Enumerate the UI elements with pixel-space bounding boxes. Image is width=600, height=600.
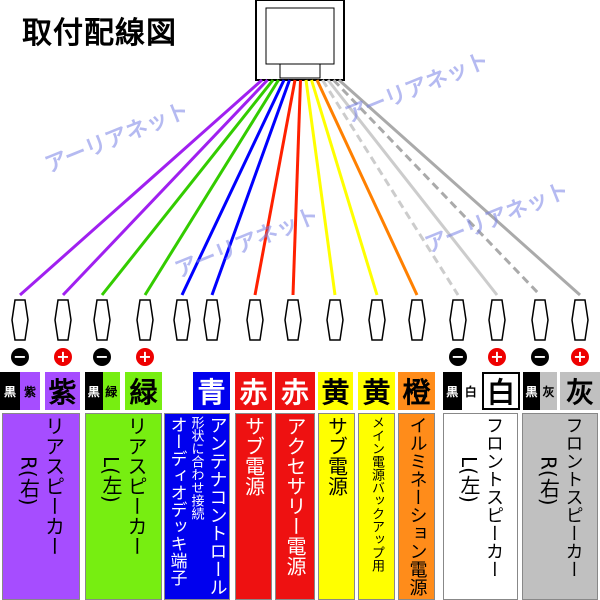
function-label: サブ電源 bbox=[241, 416, 266, 496]
wire-color-label: 黄 bbox=[358, 372, 395, 410]
wire-terminal bbox=[571, 299, 589, 341]
wire-color-label: 紫 bbox=[45, 372, 80, 410]
function-sublabel: R(右) bbox=[536, 456, 561, 506]
wire bbox=[321, 79, 460, 296]
function-sublabel: R(右) bbox=[16, 456, 41, 506]
wire bbox=[310, 79, 379, 296]
wire-color-label: 黒紫 bbox=[0, 372, 40, 410]
wire bbox=[143, 79, 280, 296]
function-column: イルミネーション電源 bbox=[398, 413, 435, 600]
wire-color-label: 黒緑 bbox=[85, 372, 120, 410]
wire-terminal bbox=[408, 299, 426, 341]
function-sublabel: 形状に合わせ接続 bbox=[188, 416, 204, 520]
wire-terminal bbox=[449, 299, 467, 341]
connector bbox=[255, 0, 345, 81]
wire bbox=[61, 78, 269, 297]
wire-terminal bbox=[136, 299, 154, 341]
wire-terminal bbox=[173, 299, 191, 341]
wire-color-label: 白 bbox=[482, 372, 520, 410]
function-column: サブ電源 bbox=[235, 413, 272, 600]
function-label: サブ電源 bbox=[324, 416, 349, 496]
function-label: リアスピーカー bbox=[41, 416, 66, 556]
wire-terminal bbox=[284, 299, 302, 341]
plus-icon: + bbox=[488, 348, 506, 366]
minus-icon: − bbox=[531, 348, 549, 366]
plus-icon: + bbox=[136, 348, 154, 366]
wire-terminal bbox=[326, 299, 344, 341]
wire-terminal bbox=[246, 299, 264, 341]
wire bbox=[253, 79, 297, 296]
wire bbox=[180, 79, 286, 296]
wire bbox=[210, 79, 291, 296]
wire bbox=[315, 79, 419, 296]
wire bbox=[291, 79, 302, 296]
wire-color-label: 赤 bbox=[275, 372, 315, 410]
base-color: 紫 bbox=[20, 372, 40, 410]
wire-color-label: 赤 bbox=[235, 372, 272, 410]
function-label: アンテナコントロール bbox=[206, 416, 228, 596]
diagram-title: 取付配線図 bbox=[22, 16, 177, 51]
stripe-color: 黒 bbox=[85, 372, 103, 410]
wire-color-label: 青 bbox=[193, 372, 230, 410]
function-label: フロントスピーカー bbox=[562, 416, 584, 578]
wire-color-label: 灰 bbox=[560, 372, 600, 410]
wire bbox=[326, 79, 499, 296]
function-column: アクセサリー電源 bbox=[275, 413, 315, 600]
plus-icon: + bbox=[571, 348, 589, 366]
wire bbox=[19, 78, 263, 297]
function-sublabel: L(左) bbox=[99, 456, 123, 503]
wire-terminal bbox=[54, 299, 72, 341]
function-label: イルミネーション電源 bbox=[406, 416, 428, 596]
stripe-color: 黒 bbox=[0, 372, 20, 410]
base-color: 灰 bbox=[540, 372, 557, 410]
function-column: サブ電源 bbox=[318, 413, 355, 600]
minus-icon: − bbox=[11, 348, 29, 366]
wire-color-label: 黄 bbox=[318, 372, 353, 410]
wire-terminal bbox=[368, 299, 386, 341]
plus-icon: + bbox=[54, 348, 72, 366]
minus-icon: − bbox=[449, 348, 467, 366]
wire-terminal bbox=[531, 299, 549, 341]
function-column: アンテナコントロール形状に合わせ接続オーディオデッキ端子 bbox=[164, 413, 230, 600]
wire-terminal bbox=[203, 299, 221, 341]
wire-color-label: 黒白 bbox=[443, 372, 480, 410]
function-label: アクセサリー電源 bbox=[283, 416, 307, 576]
minus-icon: − bbox=[93, 348, 111, 366]
wire-color-label: 緑 bbox=[125, 372, 162, 410]
wire-color-label: 橙 bbox=[398, 372, 435, 410]
wire bbox=[304, 79, 337, 296]
function-extra-label: オーディオデッキ端子 bbox=[166, 416, 187, 586]
function-label: メイン電源バックアップ用 bbox=[369, 416, 384, 572]
function-sublabel: L(左) bbox=[457, 456, 481, 503]
wire-terminal bbox=[93, 299, 111, 341]
base-color: 緑 bbox=[102, 372, 120, 410]
wire-terminal bbox=[488, 299, 506, 341]
function-label: リアスピーカー bbox=[124, 416, 148, 556]
function-label: フロントスピーカー bbox=[483, 416, 504, 578]
stripe-color: 黒 bbox=[443, 372, 462, 410]
wire-color-label: 黒灰 bbox=[523, 372, 557, 410]
wire bbox=[338, 78, 581, 297]
function-column: メイン電源バックアップ用 bbox=[358, 413, 395, 600]
base-color: 白 bbox=[461, 372, 480, 410]
wire bbox=[332, 78, 542, 297]
wire-terminal bbox=[11, 299, 29, 341]
stripe-color: 黒 bbox=[523, 372, 540, 410]
wire bbox=[100, 79, 275, 296]
